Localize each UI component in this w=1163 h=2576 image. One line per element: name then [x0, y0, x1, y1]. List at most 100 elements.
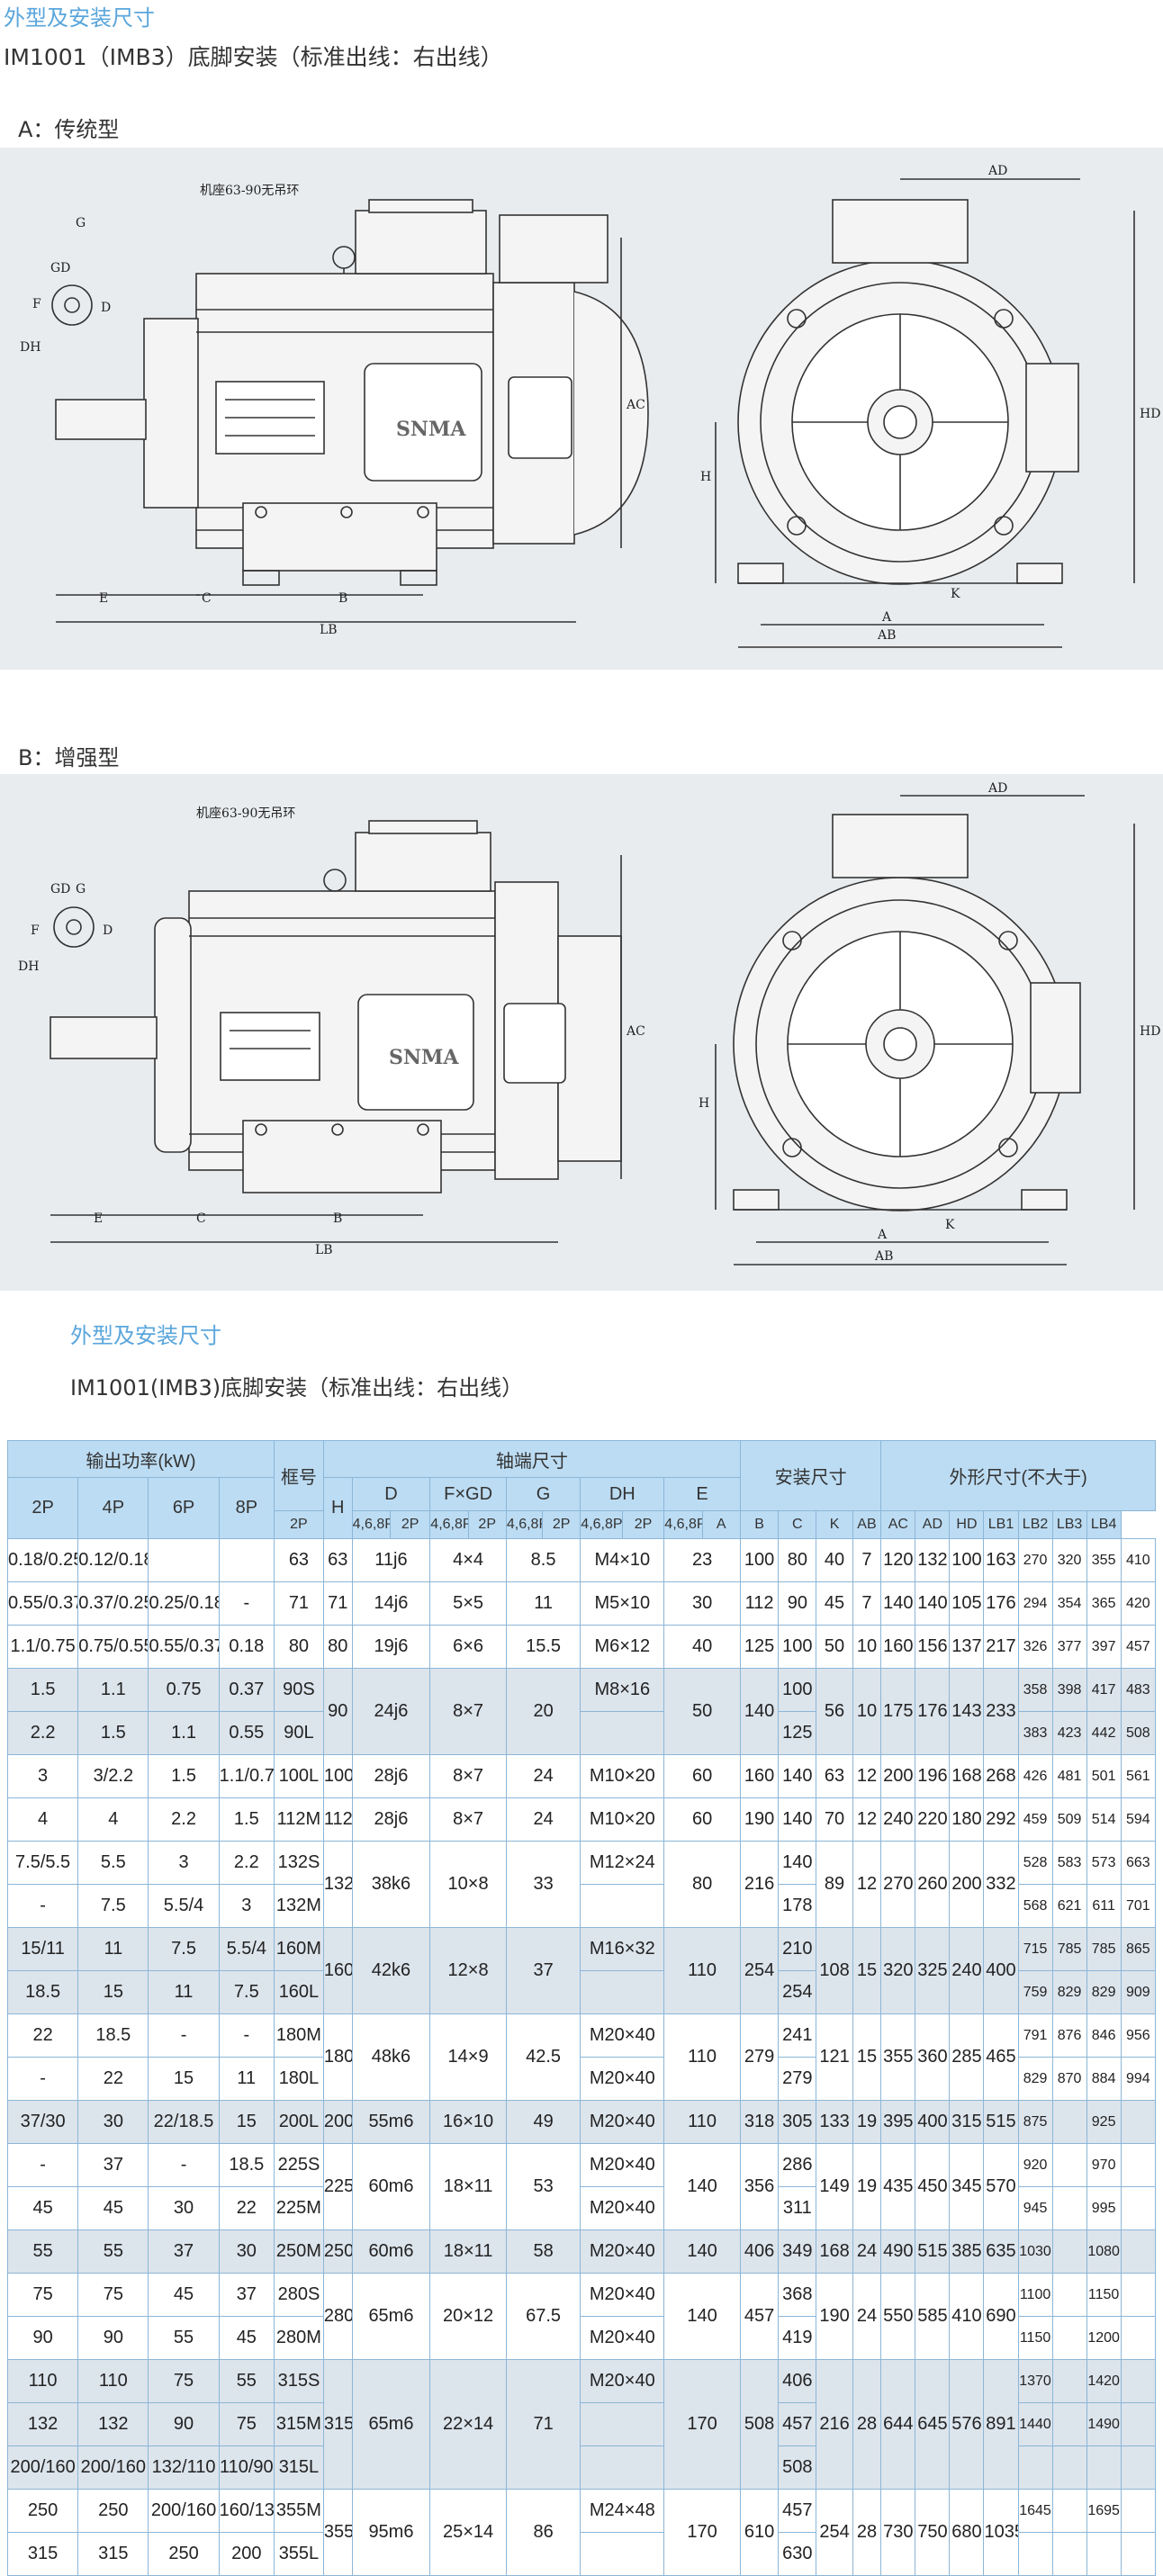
table-cell: M5×10	[580, 1581, 665, 1626]
table-cell: 190	[816, 2273, 853, 2360]
table-cell: 4×4	[429, 1538, 507, 1582]
table-cell: 829	[1051, 1970, 1087, 2014]
table-cell	[1051, 2186, 1087, 2230]
table-cell: 573	[1086, 1841, 1122, 1885]
table-cell: 920	[1017, 2143, 1053, 2187]
table-cell: 50	[816, 1625, 853, 1669]
table-cell	[148, 1538, 220, 1582]
table-cell: 24	[505, 1754, 582, 1798]
table-cell: 1.5	[6, 1668, 79, 1712]
table-cell	[580, 2445, 665, 2490]
table-cell: 37	[218, 2273, 275, 2317]
table-cell: 270	[880, 1841, 916, 1928]
table-cell: 112	[322, 1797, 353, 1842]
table-cell: 356	[739, 2143, 780, 2230]
header-k: K	[816, 1510, 853, 1539]
header-lb3: LB3	[1051, 1510, 1087, 1539]
table-cell: M20×40	[580, 2186, 665, 2230]
table-cell: M20×40	[580, 2229, 665, 2274]
table-cell: 315	[322, 2359, 353, 2490]
table-cell: 570	[983, 2143, 1019, 2230]
table-cell: 311	[778, 2186, 817, 2230]
header-lb2: LB2	[1017, 1510, 1053, 1539]
table-cell: 55	[77, 2229, 149, 2274]
table-cell	[580, 1884, 665, 1928]
table-cell: 140	[663, 2143, 741, 2230]
table-cell: 909	[1120, 1970, 1157, 2014]
table-cell: 286	[778, 2143, 817, 2187]
table-cell: 5.5	[77, 1841, 149, 1885]
table-cell	[1051, 2143, 1087, 2187]
table-cell: 1.5	[77, 1711, 149, 1755]
table-cell: 121	[816, 2013, 853, 2101]
table-cell: 133	[816, 2100, 853, 2144]
header-a: A	[701, 1510, 741, 1539]
table-cell: 11	[148, 1970, 220, 2014]
table-cell: 140	[778, 1797, 817, 1842]
header-dh: DH	[580, 1477, 665, 1511]
table-cell: 45	[816, 1581, 853, 1626]
table-cell: 385	[949, 2229, 985, 2274]
table-cell: 514	[1086, 1797, 1122, 1842]
table-cell: 42.5	[505, 2013, 582, 2101]
table-cell: 55	[6, 2229, 79, 2274]
table-cell: 7.5	[148, 1927, 220, 1971]
sub-2p: 2P	[467, 1510, 507, 1539]
table-cell: M8×16	[580, 1668, 665, 1712]
table-cell: 100	[322, 1754, 353, 1798]
table-cell: 30	[77, 2100, 149, 2144]
table-cell: 0.18/0.25	[6, 1538, 79, 1582]
table-cell: 28j6	[351, 1797, 431, 1842]
table-cell: 80	[663, 1841, 741, 1928]
table-cell: 15	[148, 2057, 220, 2101]
diagram-a-panel: 机座63-90无吊环 SNMA GD G F D DH E C B LB AC …	[0, 148, 1163, 670]
table-cell	[1120, 2229, 1157, 2274]
table-cell: 1420	[1086, 2359, 1122, 2403]
table-cell	[1120, 2445, 1157, 2490]
table-cell: 1.5	[218, 1797, 275, 1842]
table-cell: 410	[949, 2273, 985, 2360]
table-cell: 285	[949, 2013, 985, 2101]
table-cell: 55	[218, 2359, 275, 2403]
table-cell: 132	[6, 2402, 79, 2446]
table-cell: 19	[852, 2143, 882, 2230]
header-ad: AD	[915, 1510, 951, 1539]
table-cell: 0.37	[218, 1668, 275, 1712]
header-lb1: LB1	[983, 1510, 1019, 1539]
table-cell: 759	[1017, 1970, 1053, 2014]
table-cell: 730	[880, 2489, 916, 2576]
table-cell: 67.5	[505, 2273, 582, 2360]
table-cell: 120	[880, 1538, 916, 1582]
table-cell: 30	[148, 2186, 220, 2230]
table-cell: 48k6	[351, 2013, 431, 2101]
table-cell: 220	[915, 1797, 951, 1842]
callout-b: 机座63-90无吊环	[196, 806, 295, 821]
table-cell: 200	[880, 1754, 916, 1798]
sub-2p: 2P	[542, 1510, 582, 1539]
table-cell: 225M	[273, 2186, 324, 2230]
motor-drawing-b: 机座63-90无吊环 SNMA GD G F D DH E C B LB AC …	[18, 781, 1160, 1265]
table-cell: 3	[218, 1884, 275, 1928]
table-cell: 14×9	[429, 2013, 507, 2101]
table-cell: 358	[1017, 1668, 1053, 1712]
table-cell: 241	[778, 2013, 817, 2058]
table-cell: 180	[949, 1797, 985, 1842]
table-cell: 1030	[1017, 2229, 1053, 2274]
table-cell: 18×11	[429, 2143, 507, 2230]
table-cell: 1080	[1086, 2229, 1122, 2274]
table-cell	[1051, 2445, 1087, 2490]
table-cell	[1017, 2445, 1053, 2490]
table-cell: 398	[1051, 1668, 1087, 1712]
table-cell: 45	[77, 2186, 149, 2230]
table-row: 33/2.21.51.1/0.75100L10028j68×724M10×206…	[6, 1754, 1157, 1798]
table-cell: 110/90	[218, 2445, 275, 2490]
table-cell: 160L	[273, 1970, 324, 2014]
header-power: 输出功率(kW)	[7, 1440, 275, 1478]
table-cell: 0.55/0.37	[6, 1581, 79, 1626]
table-cell: 325	[915, 1927, 951, 2014]
